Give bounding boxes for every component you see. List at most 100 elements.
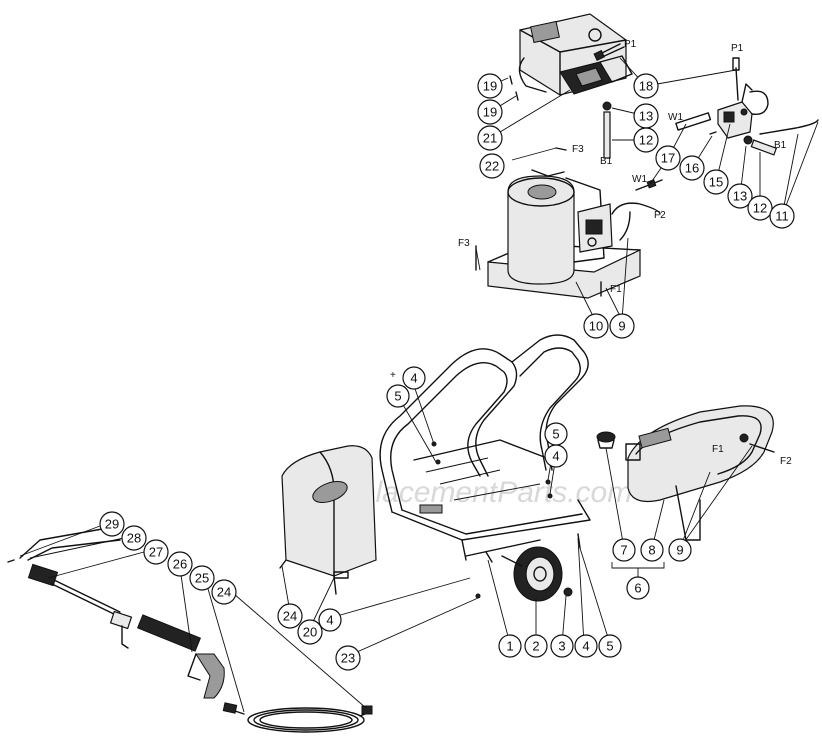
callout-6: 6 [626,576,650,600]
svg-text:13: 13 [733,189,747,204]
burner-control-box [577,203,613,253]
leader-lines [19,57,819,713]
svg-text:15: 15 [709,175,723,190]
callout-17: 18 [633,73,659,99]
spray-wand [27,563,133,649]
pipe-w1-left [675,112,712,131]
wheel [501,546,563,602]
callout-15: 16 [679,155,705,181]
wheel-cap [563,587,573,597]
svg-text:12: 12 [753,201,767,216]
callout-28: 28 [121,525,147,551]
svg-text:8: 8 [648,543,655,558]
tag-p1-top: P1 [624,39,637,50]
cart-frame [379,334,591,561]
svg-text:3: 3 [558,639,565,654]
svg-text:7: 7 [620,543,627,558]
callout-7: 7 [612,538,636,562]
tag-b1-right: B1 [774,140,787,151]
pressure-hose [222,702,373,733]
tag-w1-mid: W1 [632,174,647,185]
callout-20: 21 [477,125,503,151]
tag-f3-left: F3 [458,238,470,249]
tube-12-right [743,135,778,156]
frame-bolts [431,441,581,599]
tag-f3-top: F3 [572,144,584,155]
svg-text:27: 27 [149,545,163,560]
svg-text:28: 28 [127,531,141,546]
tag-w1-left: W1 [668,112,683,123]
svg-text:12: 12 [639,133,653,148]
callout-25: 25 [189,565,215,591]
svg-text:5: 5 [606,639,613,654]
small-fittings [635,131,717,191]
callout-4-a: 4 [402,366,426,390]
tag-b1-left: B1 [600,156,613,167]
callouts: 19 19 21 22 10 9 18 13 12 17 16 15 13 12… [99,73,795,671]
tag-p1-right: P1 [731,43,744,54]
svg-text:9: 9 [676,543,683,558]
svg-text:24: 24 [283,609,297,624]
callout-13-left: 13 [633,103,659,129]
callout-24-label: 24 [217,585,231,600]
tag-f1-lower: F1 [712,444,724,455]
svg-text:23: 23 [341,651,355,666]
svg-text:29: 29 [105,517,119,532]
callout-9-bottom: 9 [668,538,692,562]
callout-14: 15 [703,169,729,195]
callout-19-top: 19 [477,99,503,125]
callout-12-right: 12 [747,195,773,221]
callout-18: 19 [477,73,503,99]
svg-text:9: 9 [618,319,625,334]
svg-text:18: 18 [639,79,653,94]
unloader-valve [717,57,769,139]
svg-text:22: 22 [485,159,499,174]
callout-9-top: 9 [609,313,635,339]
svg-text:13: 13 [639,109,653,124]
callout-10: 10 [583,313,609,339]
callout-22: 23 [335,645,361,671]
bolts-engine [509,75,519,101]
spray-gun [136,614,225,699]
tube-12-left [602,101,612,159]
callout-4-c: 4 [318,608,342,632]
callout-1: 1 [498,634,522,658]
callout-16: 17 [655,145,681,171]
svg-text:2: 2 [532,639,539,654]
callout-5-b: 5 [544,422,568,446]
spray-nozzles [7,527,121,563]
callout-4-b: 4 [544,444,568,468]
fuel-tank [625,405,775,541]
svg-text:5: 5 [552,427,559,442]
callout-27: 27 [143,539,169,565]
svg-text:4: 4 [410,371,417,386]
tag-f2-upper: F2 [654,210,666,221]
svg-text:10: 10 [589,319,603,334]
callout-26: 26 [167,551,193,577]
hose-f2-upper [611,202,661,241]
svg-text:1: 1 [506,639,513,654]
svg-text:25: 25 [195,571,209,586]
svg-text:4: 4 [582,639,589,654]
hose-b1-right [759,119,819,135]
outlet-fitting-top [593,43,625,61]
svg-text:26: 26 [173,557,187,572]
svg-text:17: 17 [661,151,675,166]
plus-mark: + [390,370,396,381]
fuel-cap [596,431,616,449]
callout-5-a: 5 [386,384,410,408]
tag-f2-lower: F2 [780,456,792,467]
callout-23: 24 [277,603,303,629]
svg-text:5: 5 [394,389,401,404]
boiler-tank [507,169,605,285]
svg-text:19: 19 [483,79,497,94]
callout-12-left: 12 [633,127,659,153]
svg-text:21: 21 [483,131,497,146]
callout-3: 3 [550,634,574,658]
callout-8: 8 [640,538,664,562]
callout-21: 22 [479,153,505,179]
callout-11: 11 [769,203,795,229]
callout-4-d: 4 [574,634,598,658]
callout-24: 24 [211,579,237,605]
